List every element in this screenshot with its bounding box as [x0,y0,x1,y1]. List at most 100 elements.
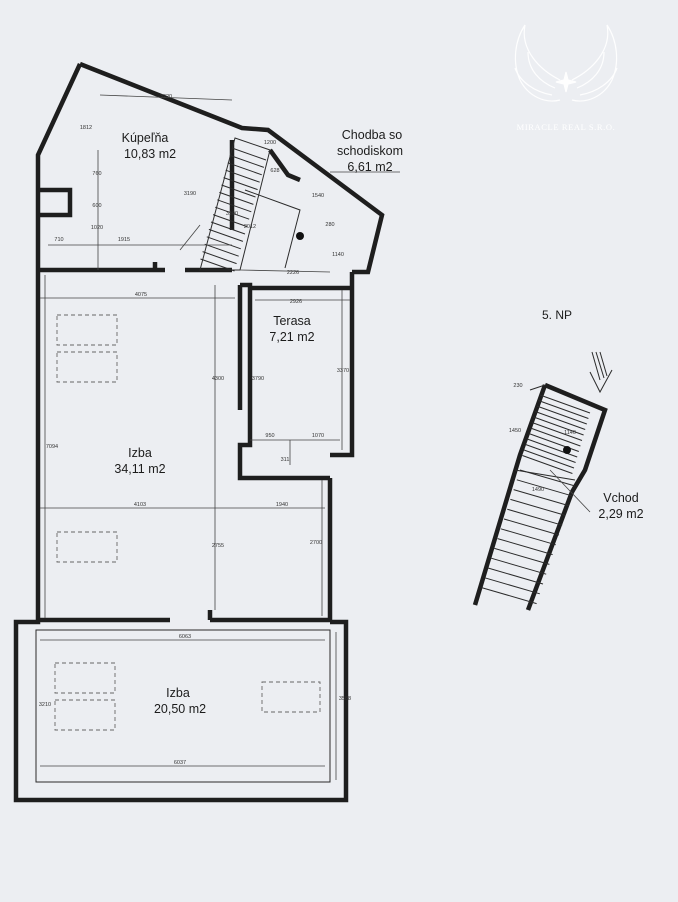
stair-tread [539,394,591,414]
stair-tread [531,422,583,441]
stair-tread [200,258,235,272]
stair-tread [481,587,537,605]
stair-tread [208,228,244,242]
stair-tread [212,214,248,228]
dim-950: 950 [265,433,274,439]
dim-230: 230 [513,383,522,389]
dimension-lines [40,94,400,780]
dim-628: 628 [270,168,279,174]
bathroom-name: Kúpeľňa [122,131,169,145]
stair-tread [519,469,576,487]
stair-tread [516,479,572,497]
stair-tread [500,528,556,546]
dim-710: 710 [54,237,63,243]
brand-logo: MIRACLE REAL S.R.O. [514,24,618,132]
stair-tread [503,518,560,536]
dim-4300: 4300 [212,376,224,382]
dim-4075: 4075 [135,292,147,298]
entrance-name: Vchod [603,491,638,505]
stair-tread [513,489,569,507]
stair-tread [202,251,237,265]
dim-3790: 3790 [252,376,264,382]
stair-tread [217,199,252,213]
stair-tread [527,438,578,458]
dim-3190: 3190 [184,191,196,197]
stair-tread [497,538,553,556]
stair-tread [525,444,576,463]
stair-tread [530,427,581,447]
dim-1020: 1020 [91,225,103,231]
stair-tread [210,221,246,235]
dim-6063: 6063 [179,634,191,640]
dim-1070: 1070 [312,433,324,439]
stair-tread [219,191,254,205]
dim-4103: 4103 [134,502,146,508]
stair-tread [204,243,239,257]
exterior-walls [13,61,385,803]
dim-1915: 1915 [118,237,130,243]
brand-name: MIRACLE REAL S.R.O. [517,122,616,132]
dim-1490: 1490 [532,487,544,493]
stair-tread [225,169,260,183]
stair-tread [491,557,547,575]
stair-tread [538,400,589,419]
stair-tread [223,177,258,191]
stair-tread [494,547,550,565]
dim-3370: 3370 [337,368,349,374]
dim-311: 311 [281,457,290,463]
floor-label: 5. NP [542,308,572,322]
stair-tread [535,411,586,430]
stair-tread [221,184,256,198]
stair-tread [484,577,540,595]
entrance-arrow-icon [589,351,613,394]
angel-wings-icon [514,24,618,102]
entrance-plan [472,351,613,611]
dim-1940: 1940 [276,502,288,508]
large-room-name: Izba [128,446,152,460]
stair-tread [215,206,250,220]
stair-tread [522,455,573,474]
stair-tread [533,416,584,436]
stair-tread [536,405,587,425]
terrace-name: Terasa [273,314,311,328]
dim-1812: 1812 [80,125,92,131]
dim-3190b: 3190 [226,211,238,217]
dim-600: 600 [92,203,101,209]
small-room-area: 20,50 m2 [154,702,206,716]
stair-tread [227,162,262,176]
stair-tread [229,154,265,168]
bathroom-area: 10,83 m2 [124,147,176,161]
stair-tread [523,449,575,469]
dim-2700: 2700 [310,540,322,546]
dim-760: 760 [92,171,101,177]
dim-1450: 1450 [509,428,521,434]
stair-tread [507,508,563,526]
hallway-area: 6,61 m2 [347,160,392,174]
dim-6037: 6037 [174,760,186,766]
entrance-marker [563,446,571,454]
main-staircase [199,137,301,272]
terrace-area: 7,21 m2 [269,330,314,344]
stair-tread [510,498,566,516]
dim-3220: 3220 [160,94,172,100]
hallway-name: Chodba so [342,128,403,142]
dimension-labels: 3220 1812 760 600 1020 710 1915 3190 319… [39,94,576,766]
dim-1200: 1200 [264,140,276,146]
dim-1140: 1140 [332,252,344,258]
stair-tread [206,236,241,250]
entrance-area: 2,29 m2 [598,507,643,521]
large-room-area: 34,11 m2 [114,462,165,476]
stair-tread [231,147,267,161]
dim-1140b: 1140 [564,430,576,436]
stair-tread [487,567,544,585]
small-room-name: Izba [166,686,190,700]
dim-3210: 3210 [39,702,51,708]
dim-2012: 2012 [244,224,256,230]
interior-walls [35,140,350,783]
dim-280: 280 [325,222,334,228]
dim-2926: 2926 [290,299,302,305]
dim-2226: 2226 [287,270,299,276]
room-labels: Kúpeľňa 10,83 m2 Chodba so schodiskom 6,… [114,128,643,716]
hallway-marker [296,232,304,240]
